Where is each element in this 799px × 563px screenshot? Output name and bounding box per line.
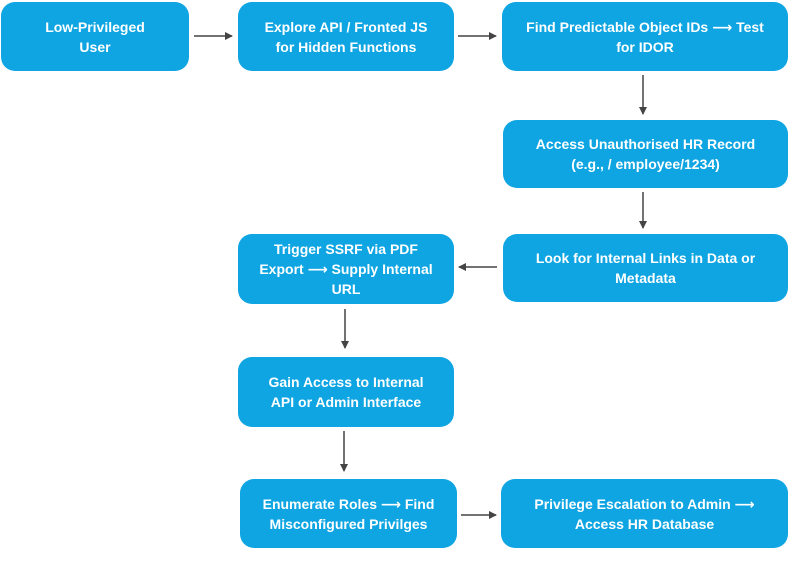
node-label: Gain Access to Internal API or Admin Int… — [268, 374, 424, 410]
node-gain-internal-access: Gain Access to Internal API or Admin Int… — [238, 357, 454, 427]
node-internal-links: Look for Internal Links in Data or Metad… — [503, 234, 788, 302]
node-label: Enumerate Roles ⟶ Find Misconfigured Pri… — [262, 495, 435, 532]
node-trigger-ssrf: Trigger SSRF via PDF Export ⟶ Supply Int… — [238, 234, 454, 304]
node-label: Low-Privileged User — [45, 18, 145, 55]
node-label: Find Predictable Object IDs ⟶ Test for I… — [526, 18, 764, 55]
node-explore-api: Explore API / Fronted JS for Hidden Func… — [238, 2, 454, 71]
node-low-privileged-user: Low-Privileged User — [1, 2, 189, 71]
node-label: Access Unauthorised HR Record (e.g., / e… — [535, 136, 756, 172]
node-access-hr-record: Access Unauthorised HR Record (e.g., / e… — [503, 120, 788, 188]
node-find-object-ids: Find Predictable Object IDs ⟶ Test for I… — [502, 2, 788, 71]
node-privilege-escalation: Privilege Escalation to Admin ⟶ Access H… — [501, 479, 788, 548]
node-enumerate-roles: Enumerate Roles ⟶ Find Misconfigured Pri… — [240, 479, 457, 548]
node-label: Privilege Escalation to Admin ⟶ Access H… — [534, 495, 755, 532]
node-label: Explore API / Fronted JS for Hidden Func… — [264, 18, 428, 55]
node-label: Look for Internal Links in Data or Metad… — [535, 250, 756, 286]
node-label: Trigger SSRF via PDF Export ⟶ Supply Int… — [259, 241, 433, 297]
